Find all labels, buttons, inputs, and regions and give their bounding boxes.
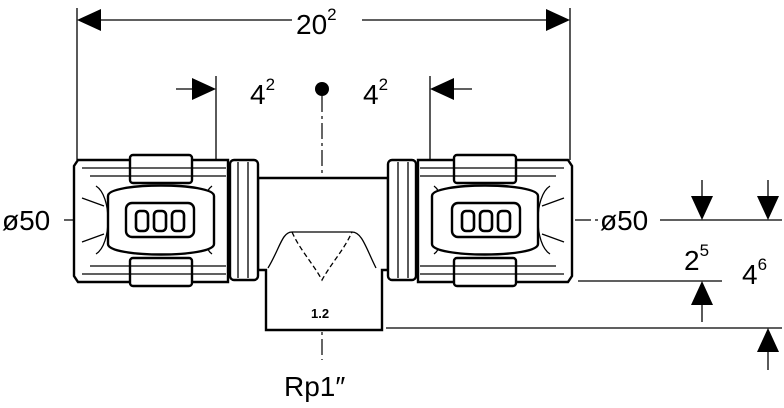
- left-offset-sup: 2: [266, 75, 275, 94]
- arrow-right-icon: [546, 9, 570, 31]
- center-point-icon: [315, 82, 329, 96]
- svg-text:42: 42: [363, 75, 388, 110]
- arrow-up-icon: [757, 328, 779, 352]
- arrow-down-icon: [691, 196, 713, 220]
- branch-marking: 1.2: [311, 306, 329, 321]
- right-press-coupling: [386, 153, 574, 288]
- arrow-up-icon: [691, 281, 713, 305]
- overall-length-value: 20: [296, 9, 327, 40]
- height-dimensions: 25 46: [386, 180, 782, 370]
- tee-body: [256, 176, 390, 332]
- right-offset-dimension: 42: [363, 75, 472, 162]
- left-offset-dimension: 42: [176, 75, 275, 162]
- arrow-left-icon: [77, 9, 101, 31]
- arrow-down-icon: [757, 196, 779, 220]
- svg-text:202: 202: [296, 5, 337, 40]
- right-offset-value: 4: [363, 79, 379, 110]
- svg-text:46: 46: [742, 255, 767, 290]
- right-offset-sup: 2: [379, 75, 388, 94]
- overall-length-dimension: 202: [76, 5, 571, 160]
- left-pipe-diameter-label: ø50: [2, 205, 50, 236]
- svg-text:42: 42: [250, 75, 275, 110]
- height-to-axis-sup: 5: [700, 241, 709, 260]
- branch-thread-label: Rp1″: [284, 371, 345, 402]
- arrow-right-icon: [192, 78, 216, 100]
- height-to-axis-value: 2: [684, 245, 700, 276]
- total-height-value: 4: [742, 259, 758, 290]
- svg-text:25: 25: [684, 241, 709, 276]
- arrow-left-icon: [430, 78, 454, 100]
- overall-length-sup: 2: [327, 5, 336, 24]
- total-height-sup: 6: [758, 255, 767, 274]
- left-offset-value: 4: [250, 79, 266, 110]
- right-pipe-diameter-label: ø50: [600, 205, 648, 236]
- left-press-coupling: [72, 153, 260, 288]
